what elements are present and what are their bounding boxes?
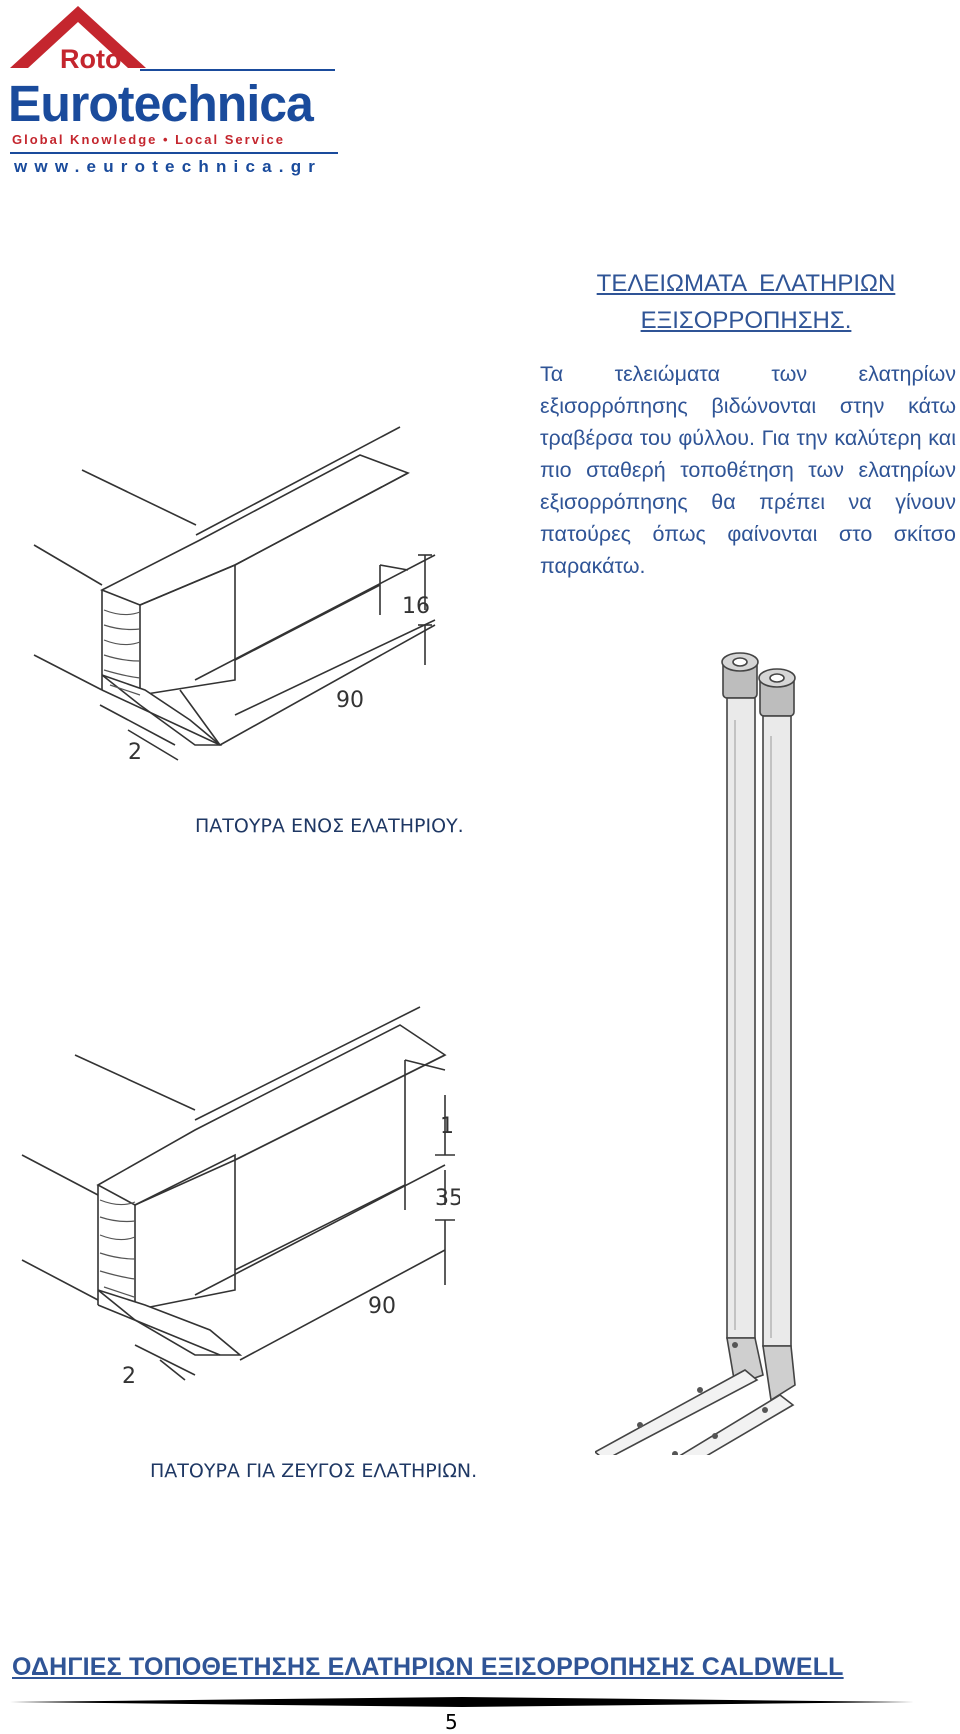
caption-single-spring: ΠΑΤΟΥΡΑ ΕΝΟΣ ΕΛΑΤΗΡΙΟΥ. <box>195 815 464 837</box>
logo-roto: Roto <box>60 44 122 74</box>
section-heading: ΤΕΛΕΙΩΜΑΤΑ ΕΛΑΤΗΡΙΩΝ ΕΞΙΣΟΡΡΟΠΗΣΗΣ. <box>560 265 932 339</box>
dim-35: 35 <box>435 1186 460 1211</box>
intro-paragraph: Τα τελειώματα των ελατηρίων εξισορρόπηση… <box>540 362 956 578</box>
footer-title: ΟΔΗΓΙΕΣ ΤΟΠΟΘΕΤΗΣΗΣ ΕΛΑΤΗΡΙΩΝ ΕΞΙΣΟΡΡΟΠΗ… <box>12 1653 844 1681</box>
dim-2: 2 <box>122 1364 136 1389</box>
dim-90: 90 <box>336 688 364 713</box>
dim-16: 16 <box>402 594 430 619</box>
dim-90: 90 <box>368 1294 396 1319</box>
rebate-drawing-pair: 1 35 90 2 <box>21 1006 460 1389</box>
rebate-drawing-single: 16 90 2 <box>33 426 436 765</box>
logo-divider-2 <box>10 152 338 154</box>
logo-divider <box>140 69 335 71</box>
balance-springs-illustration <box>595 652 796 1455</box>
roof-icon <box>10 6 146 68</box>
caption-pair-springs: ΠΑΤΟΥΡΑ ΓΙΑ ΖΕΥΓΟΣ ΕΛΑΤΗΡΙΩΝ. <box>150 1460 478 1482</box>
dim-1: 1 <box>440 1114 454 1139</box>
page-number: 5 <box>445 1710 458 1734</box>
heading-line-2: ΕΞΙΣΟΡΡΟΠΗΣΗΣ. <box>640 307 852 334</box>
dim-2: 2 <box>128 740 142 765</box>
logo-brand: Eurotechnica <box>8 75 314 132</box>
logo-tagline: Global Knowledge • Local Service <box>12 132 285 147</box>
company-logo: Roto Eurotechnica Global Knowledge • Loc… <box>4 4 344 179</box>
logo-url: www.eurotechnica.gr <box>14 157 323 176</box>
heading-line-1: ΤΕΛΕΙΩΜΑΤΑ ΕΛΑΤΗΡΙΩΝ <box>596 270 896 297</box>
footer-rule <box>10 1697 914 1707</box>
